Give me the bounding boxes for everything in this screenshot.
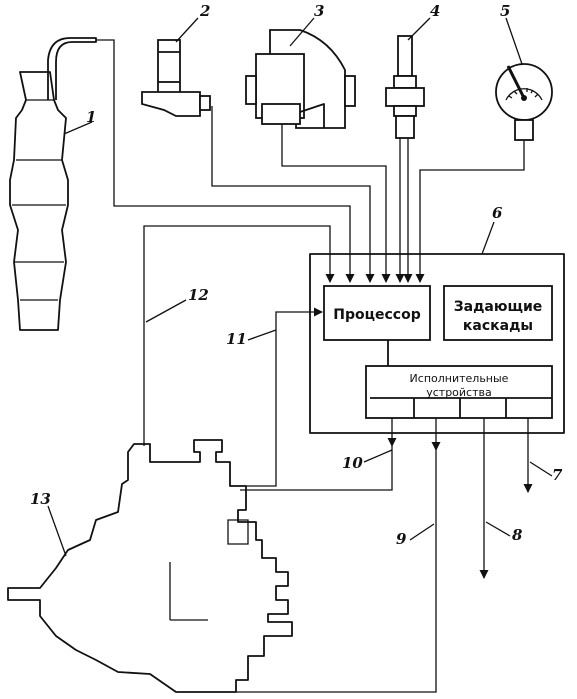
driver-stages-label-2: каскады	[463, 318, 533, 334]
actuators-label-2: устройства	[426, 386, 492, 399]
callout-13: 13	[30, 490, 51, 508]
callout-9: 9	[396, 530, 407, 548]
component-3-throttle	[245, 29, 356, 129]
callout-7: 7	[552, 466, 563, 484]
driver-stages-box	[443, 285, 553, 341]
sensor-wires	[96, 39, 525, 487]
callout-6: 6	[492, 204, 503, 222]
control-unit-box	[309, 253, 565, 434]
callout-8: 8	[512, 526, 523, 544]
output-lines	[236, 418, 533, 693]
callouts: 1 2 3 4 5 6 7 8 9 10 11 12 13	[30, 2, 563, 557]
component-4-probe	[385, 35, 425, 139]
callout-3: 3	[314, 2, 324, 20]
actuators-label-1: Исполнительные	[410, 372, 509, 385]
callout-5: 5	[500, 2, 510, 20]
processor-box	[323, 285, 431, 341]
callout-2: 2	[199, 2, 210, 20]
callout-12: 12	[188, 286, 209, 304]
callout-1: 1	[86, 108, 96, 126]
processor-label: Процессор	[333, 307, 420, 323]
callout-4: 4	[430, 2, 440, 20]
actuators-box	[365, 365, 553, 419]
component-5-gauge	[495, 63, 553, 141]
component-13-pump	[7, 439, 293, 693]
component-1-injector	[9, 37, 97, 331]
callout-11: 11	[226, 330, 247, 348]
callout-10: 10	[342, 454, 363, 472]
driver-stages-label-1: Задающие	[454, 299, 543, 315]
component-2-sensor	[141, 39, 211, 117]
